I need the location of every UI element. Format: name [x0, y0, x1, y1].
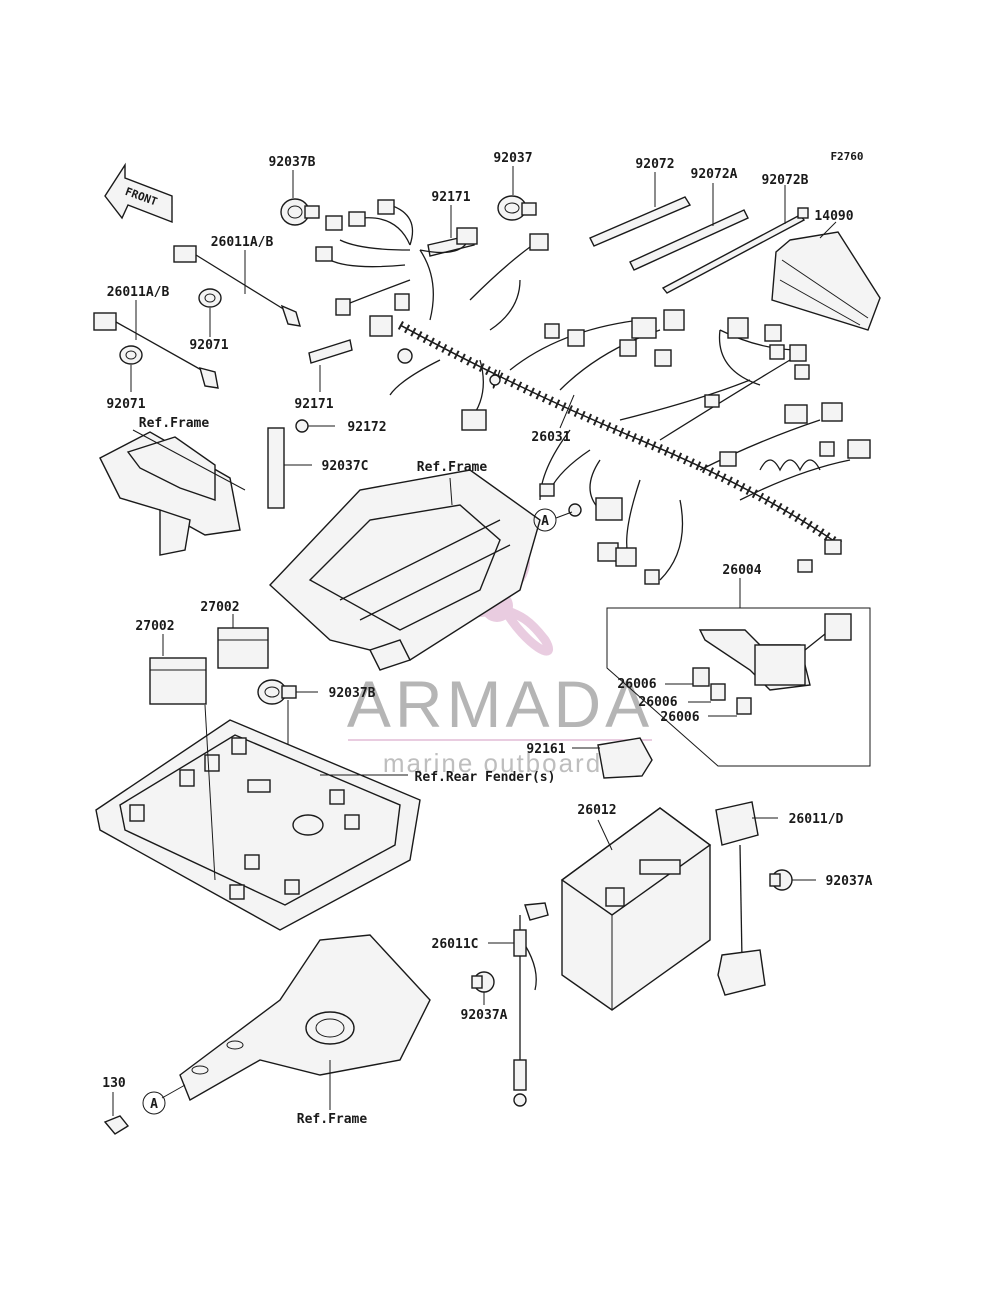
label-26012: 26012	[577, 803, 616, 818]
label-26006-3: 26006	[660, 710, 699, 725]
lower-frame	[161, 934, 431, 1110]
battery-26012	[560, 807, 712, 1011]
cap-92161	[572, 737, 653, 779]
label-26011C: 26011C	[432, 937, 479, 952]
strap-92072A	[629, 183, 749, 271]
strap-92072	[589, 172, 692, 247]
label-14090: 14090	[814, 209, 853, 224]
clamp-92037A-right	[769, 869, 816, 891]
grommet-92071-lower	[119, 345, 143, 392]
box-26004	[606, 578, 871, 767]
marker-A-upper: A	[533, 508, 573, 532]
label-92037A-2: 92037A	[461, 1008, 508, 1023]
watermark: ARMADA marine outboards	[347, 536, 653, 778]
label-92072A: 92072A	[691, 167, 738, 182]
label-92161: 92161	[526, 742, 565, 757]
center-frame	[269, 469, 541, 671]
label-92072B: 92072B	[762, 173, 809, 188]
label-92072: 92072	[635, 157, 674, 172]
clamp-92037A-left	[471, 971, 495, 1005]
label-26031: 26031	[531, 430, 570, 445]
frame-bracket-left	[99, 429, 246, 556]
figure-code: F2760	[830, 150, 863, 163]
label-92037A-1: 92037A	[826, 874, 873, 889]
main-harness-26031	[315, 199, 871, 585]
rear-fender-tray	[95, 704, 421, 931]
marker-A-lower-label: A	[150, 1097, 158, 1112]
label-27002-1: 27002	[135, 619, 174, 634]
label-26004: 26004	[722, 563, 761, 578]
label-refframe-1: Ref.Frame	[139, 416, 210, 431]
label-92037C: 92037C	[322, 459, 369, 474]
label-26006-1: 26006	[617, 677, 656, 692]
label-92071-1: 92071	[189, 338, 228, 353]
label-92071-2: 92071	[106, 397, 145, 412]
watermark-brand: ARMADA	[347, 667, 653, 741]
label-26006-2: 26006	[638, 695, 677, 710]
label-refframe-2: Ref.Frame	[417, 460, 488, 475]
bolt-130	[103, 1092, 130, 1135]
front-arrow-icon: FRONT	[104, 162, 173, 224]
cable-26011D	[715, 801, 778, 996]
screw-92172	[295, 419, 335, 433]
label-rear-fender: Ref.Rear Fender(s)	[415, 770, 556, 785]
strip-92037C	[267, 427, 312, 509]
clamp-92037	[497, 166, 537, 221]
relay-27002-left	[149, 634, 207, 705]
strap-92072B	[661, 185, 809, 294]
label-refframe-3: Ref.Frame	[297, 1112, 368, 1127]
cover-14090	[771, 221, 881, 331]
label-92037B-mid: 92037B	[329, 686, 376, 701]
label-26011D: 26011/D	[789, 812, 844, 827]
callout-labels: 92037B 92037 92072 92072A 92072B 14090 9…	[102, 151, 872, 1127]
marker-A-upper-label: A	[541, 514, 549, 529]
label-130: 130	[102, 1076, 126, 1091]
label-92037B-top: 92037B	[269, 155, 316, 170]
label-92172: 92172	[347, 420, 386, 435]
marker-A-lower: A	[142, 1091, 166, 1115]
cable-26011C	[488, 902, 549, 1107]
label-26011AB-2: 26011A/B	[107, 285, 170, 300]
clamp-92037B-top	[280, 170, 320, 226]
grommet-92071-upper	[198, 288, 222, 337]
label-92171-mid: 92171	[294, 397, 333, 412]
harness-26011AB-lower	[93, 300, 219, 389]
relay-27002-right	[217, 614, 269, 669]
label-26011AB-1: 26011A/B	[211, 235, 274, 250]
label-92171-top: 92171	[431, 190, 470, 205]
label-27002-2: 27002	[200, 600, 239, 615]
plate-92171-mid	[308, 339, 353, 392]
harness-26011AB-upper	[173, 245, 301, 327]
watermark-tagline: marine outboards	[383, 748, 617, 778]
label-92037: 92037	[493, 151, 532, 166]
